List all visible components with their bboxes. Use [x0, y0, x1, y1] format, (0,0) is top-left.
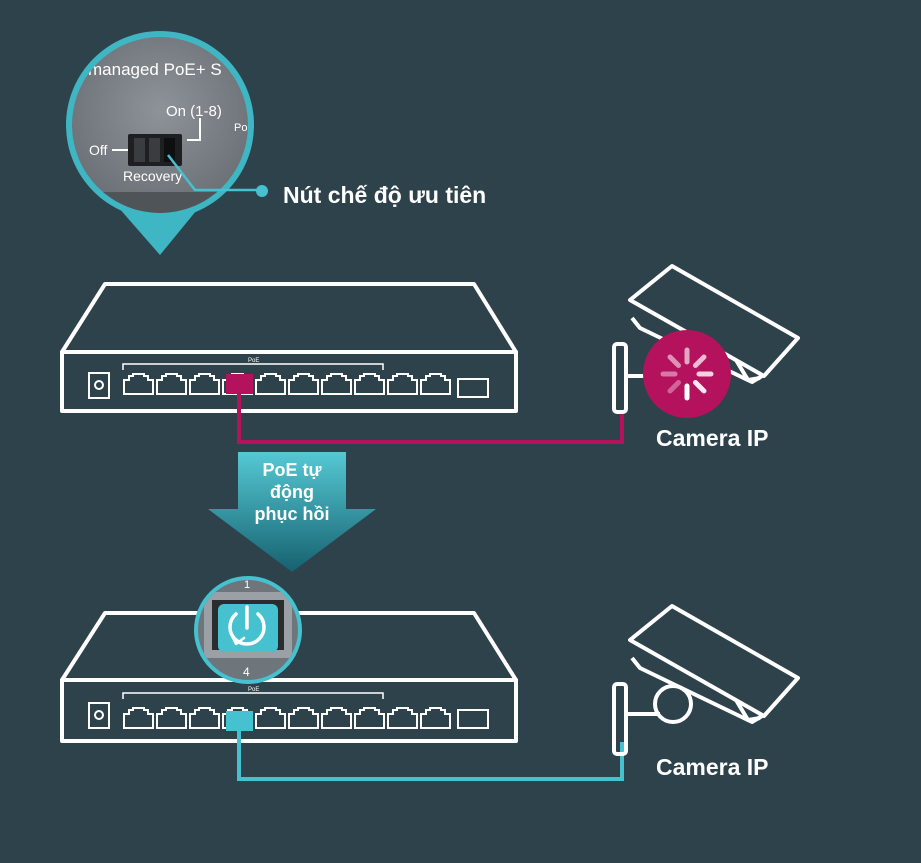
ethernet-port-10	[420, 373, 451, 395]
zoom-partial-label: Po	[234, 122, 247, 134]
spinner-segment	[667, 379, 682, 394]
ethernet-port-7	[321, 707, 352, 729]
top-camera-label: Camera IP	[656, 425, 769, 451]
zoom-product-text: managed PoE+ S	[88, 60, 222, 79]
top-power-jack	[88, 372, 110, 399]
top-cable	[237, 394, 624, 444]
ethernet-port-9	[387, 707, 418, 729]
zoom-port-bottom: 4	[243, 665, 250, 679]
bottom-camera	[612, 604, 800, 756]
top-poe-label: PoE	[248, 358, 259, 364]
bottom-camera-label: Camera IP	[656, 754, 769, 780]
ethernet-port-2	[156, 707, 187, 729]
arrow-label-line2: động	[270, 482, 314, 502]
top-switch: PoE	[60, 282, 518, 413]
ethernet-port-3	[189, 373, 220, 395]
ethernet-port-2	[156, 373, 187, 395]
bottom-power-jack	[88, 702, 110, 729]
ethernet-port-10	[420, 707, 451, 729]
ethernet-port-9	[387, 373, 418, 395]
bottom-cable	[237, 731, 624, 781]
ethernet-port-6	[288, 373, 319, 395]
top-port-row	[123, 373, 451, 395]
spinner-segment	[692, 354, 707, 369]
power-recovery-icon	[228, 605, 266, 646]
arrow-label-line1: PoE tự	[262, 460, 322, 480]
spinner-segment	[667, 354, 682, 369]
camera-status-circle	[643, 330, 731, 418]
port-zoom-bubble: 1 4	[194, 576, 302, 684]
ethernet-port-5	[255, 373, 286, 395]
zoom-port-top: 1	[244, 579, 250, 591]
arrow-label-line3: phục hồi	[255, 504, 330, 524]
top-sfp-slot	[457, 378, 489, 398]
bottom-poe-label: PoE	[248, 687, 259, 693]
ethernet-port-1	[123, 373, 154, 395]
top-active-port	[226, 374, 253, 394]
ethernet-port-1	[123, 707, 154, 729]
ethernet-port-8	[354, 373, 385, 395]
ethernet-port-6	[288, 707, 319, 729]
zoom-metal-surface	[72, 37, 248, 213]
bottom-active-port	[226, 711, 253, 731]
camera-lens	[653, 684, 693, 724]
ethernet-port-8	[354, 707, 385, 729]
switch-zoom-bubble: managed PoE+ S On (1-8) Po Off Recovery	[66, 31, 268, 255]
zoom-off-label: Off	[89, 142, 108, 158]
ethernet-port-3	[189, 707, 220, 729]
bottom-port-row	[123, 707, 451, 729]
auto-recovery-arrow	[208, 452, 376, 572]
ethernet-port-5	[255, 707, 286, 729]
bottom-switch: PoE	[60, 611, 518, 743]
bottom-sfp-slot	[457, 709, 489, 729]
zoom-recovery-label: Recovery	[123, 168, 182, 184]
callout-leader-line	[167, 154, 262, 192]
callout-dot	[256, 185, 268, 197]
top-camera	[612, 264, 800, 418]
callout-label: Nút chế độ ưu tiên	[283, 182, 486, 208]
ethernet-port-7	[321, 373, 352, 395]
zoom-on-label: On (1-8)	[166, 103, 222, 120]
spinner-segment	[692, 379, 707, 394]
loading-spinner-icon	[660, 347, 714, 401]
